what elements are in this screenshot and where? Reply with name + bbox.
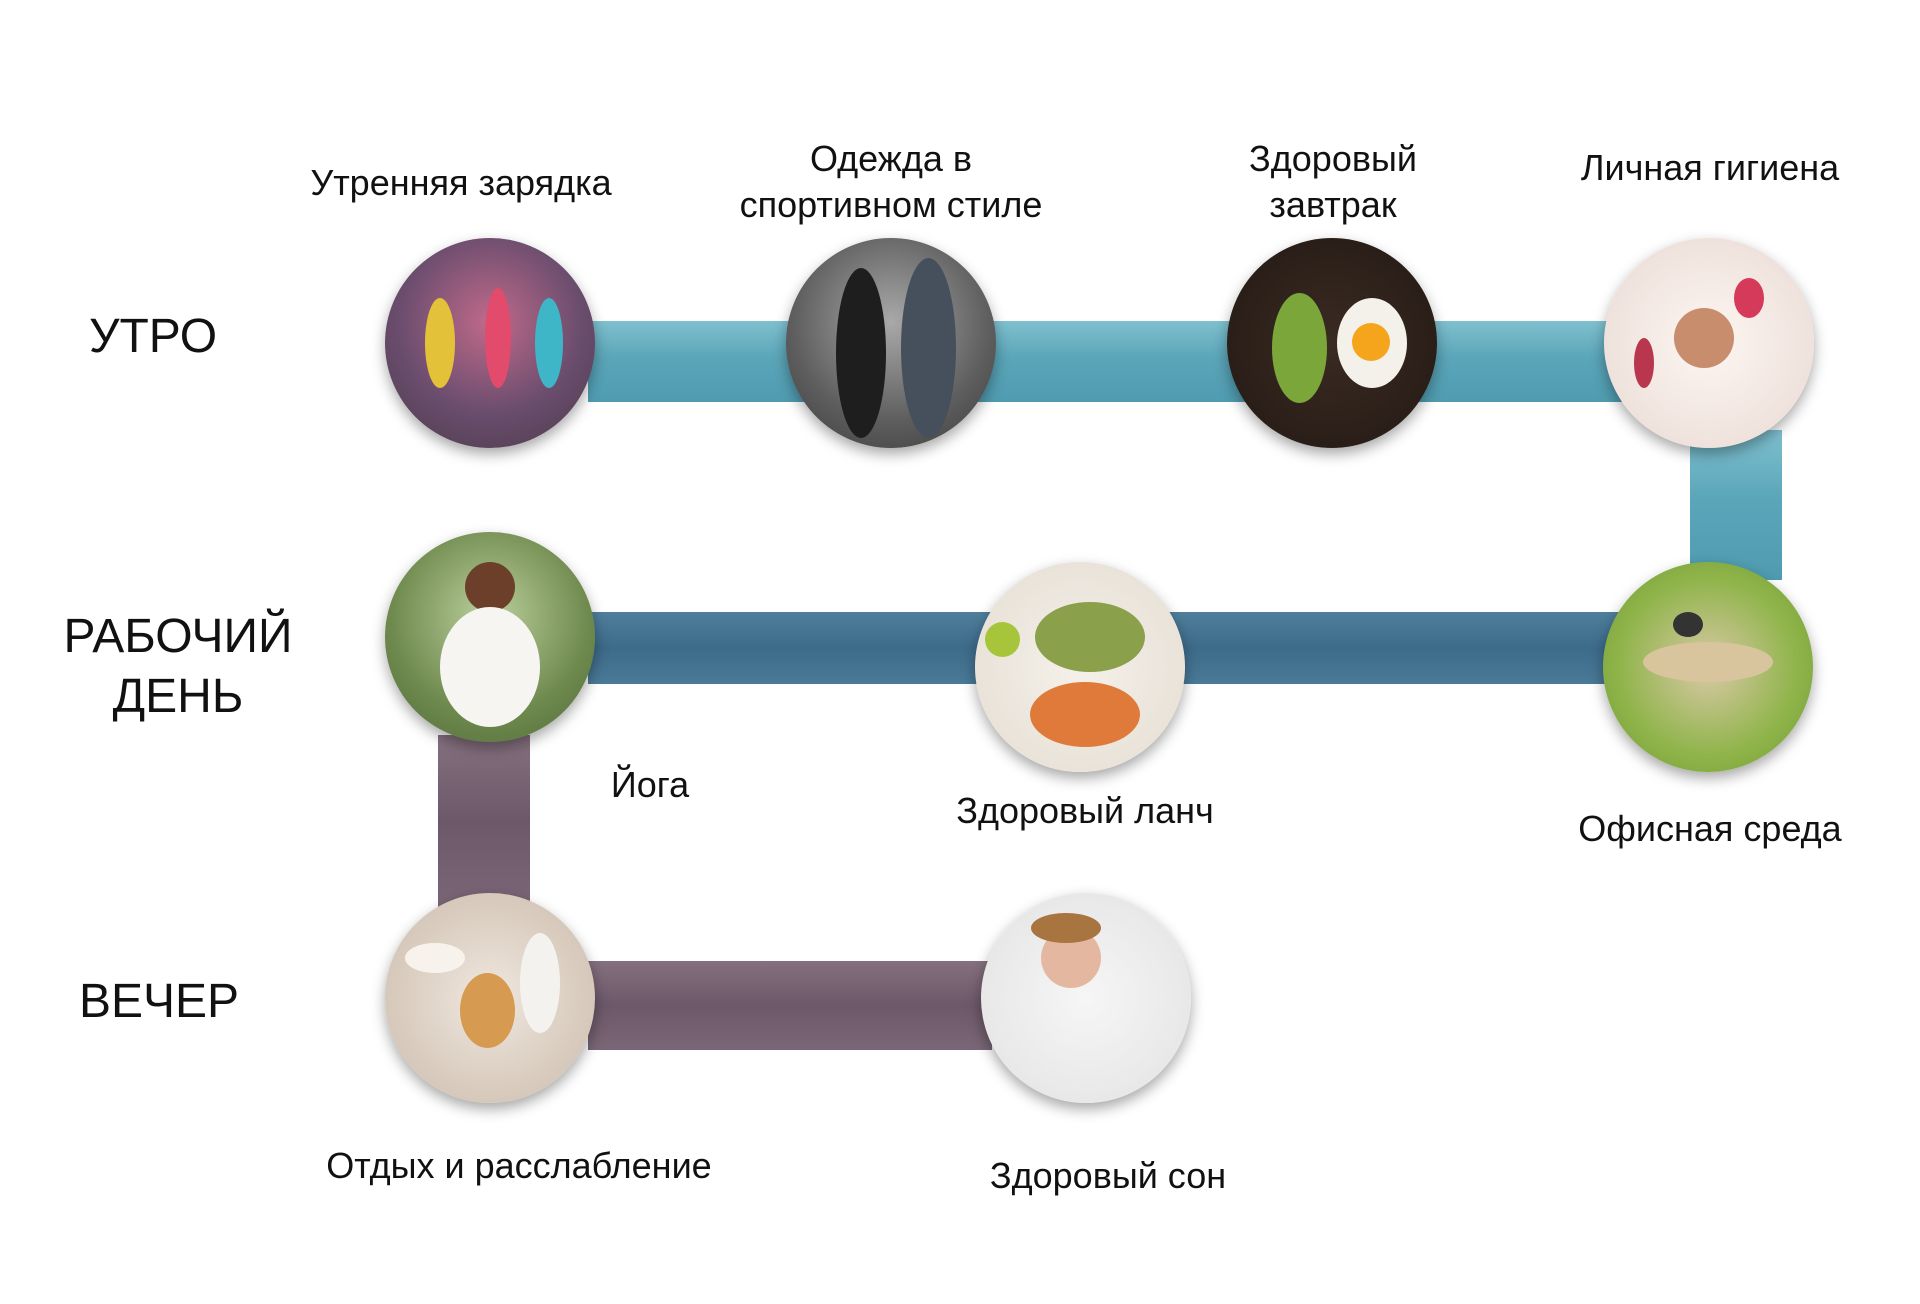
row-label-morning: УТРО	[88, 310, 218, 363]
label-yoga: Йога	[610, 764, 690, 805]
breakfast-image	[1227, 238, 1437, 448]
label-office: Офисная среда	[1578, 808, 1842, 849]
relax-image	[385, 893, 595, 1103]
row-label-workday: РАБОЧИЙ ДЕНЬ	[63, 607, 292, 727]
yoga-image	[385, 532, 595, 742]
row-label-workday-line1: РАБОЧИЙ	[63, 610, 293, 663]
exercise-image	[385, 238, 595, 448]
label-relax: Отдых и расслабление	[326, 1145, 712, 1186]
sleep-image	[981, 893, 1191, 1103]
sport-clothes-image	[786, 238, 996, 448]
label-breakfast-line2: завтрак	[1269, 184, 1397, 226]
row-label-workday-line2: ДЕНЬ	[112, 670, 244, 723]
label-breakfast-line1: Здоровый	[1249, 138, 1417, 179]
morning-to-workday-connector	[1690, 430, 1782, 580]
lunch-image	[975, 562, 1185, 772]
label-clothes-line2: спортивном стиле	[739, 184, 1043, 226]
label-sleep: Здоровый сон	[989, 1155, 1227, 1196]
label-lunch: Здоровый ланч	[956, 790, 1214, 831]
label-breakfast: Здоровый завтрак	[1249, 136, 1417, 228]
label-clothes: Одежда в спортивном стиле	[740, 136, 1043, 228]
hygiene-image	[1604, 238, 1814, 448]
label-clothes-line1: Одежда в	[809, 138, 973, 179]
row-label-evening: ВЕЧЕР	[78, 975, 240, 1028]
label-exercise: Утренняя зарядка	[310, 162, 612, 203]
label-hygiene: Личная гигиена	[1580, 147, 1840, 188]
workday-to-evening-connector	[438, 735, 530, 907]
office-image	[1603, 562, 1813, 772]
morning-band	[588, 321, 1708, 402]
evening-band	[588, 961, 992, 1050]
